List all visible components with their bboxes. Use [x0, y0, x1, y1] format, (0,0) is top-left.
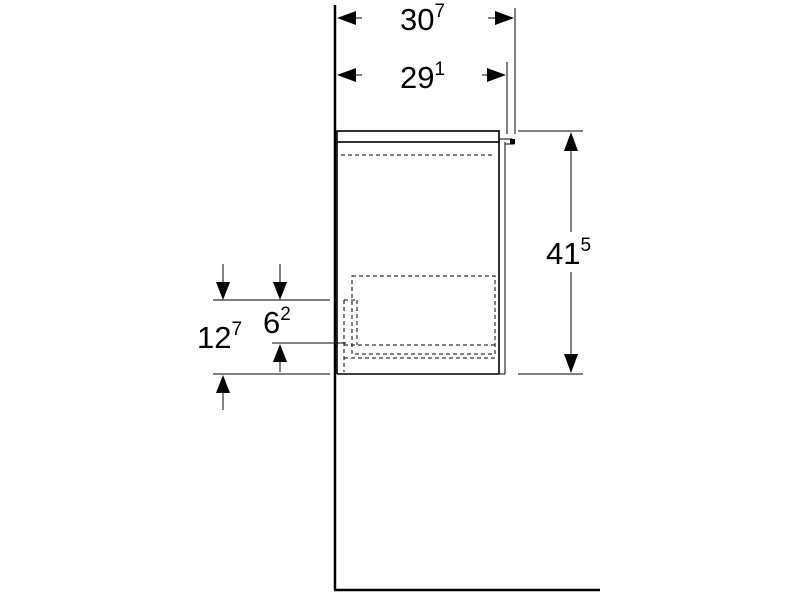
- dimension-inner-offset: 62: [263, 264, 346, 372]
- arrow-right: [495, 11, 514, 25]
- arrow-down: [273, 282, 287, 300]
- arrow-up: [564, 132, 578, 151]
- arrow-left: [337, 68, 356, 82]
- label-mask: [362, 0, 488, 36]
- cabinet-top-plate: [336, 130, 500, 143]
- hidden-interior-lines: [341, 154, 496, 372]
- cabinet-body: [336, 130, 515, 375]
- lower-offset-value: 12: [197, 320, 231, 355]
- inner-offset-value: 6: [263, 305, 280, 340]
- inner-offset-superscript: 2: [280, 304, 291, 325]
- arrow-down: [216, 282, 230, 300]
- hidden-drawer-outline: [351, 275, 496, 355]
- lower-offset-superscript: 7: [231, 319, 242, 340]
- overall-width-value: 30: [400, 2, 434, 37]
- body-width-label: 291: [400, 59, 445, 95]
- overall-width-label: 307: [400, 1, 445, 37]
- body-width-value: 29: [400, 60, 434, 95]
- height-value: 41: [546, 236, 580, 271]
- label-mask: [545, 232, 607, 272]
- lower-offset-label: 127: [197, 319, 242, 355]
- height-label: 415: [546, 235, 591, 271]
- dimension-height: 415: [518, 130, 607, 375]
- inner-offset-label: 62: [263, 304, 291, 340]
- dimension-overall-width: 307: [337, 0, 516, 134]
- dimension-lower-offset: 127: [197, 264, 330, 410]
- arrow-up: [273, 344, 287, 362]
- label-mask: [362, 58, 482, 94]
- body-width-superscript: 1: [434, 59, 445, 80]
- wall-outline: [333, 5, 600, 592]
- overall-width-superscript: 7: [434, 1, 445, 22]
- arrow-right: [487, 68, 506, 82]
- arrow-down: [564, 354, 578, 373]
- dimension-body-width: 291: [337, 58, 508, 134]
- handle-detail: [510, 139, 515, 144]
- arrow-left: [337, 11, 356, 25]
- height-superscript: 5: [580, 235, 591, 256]
- arrow-up: [216, 375, 230, 393]
